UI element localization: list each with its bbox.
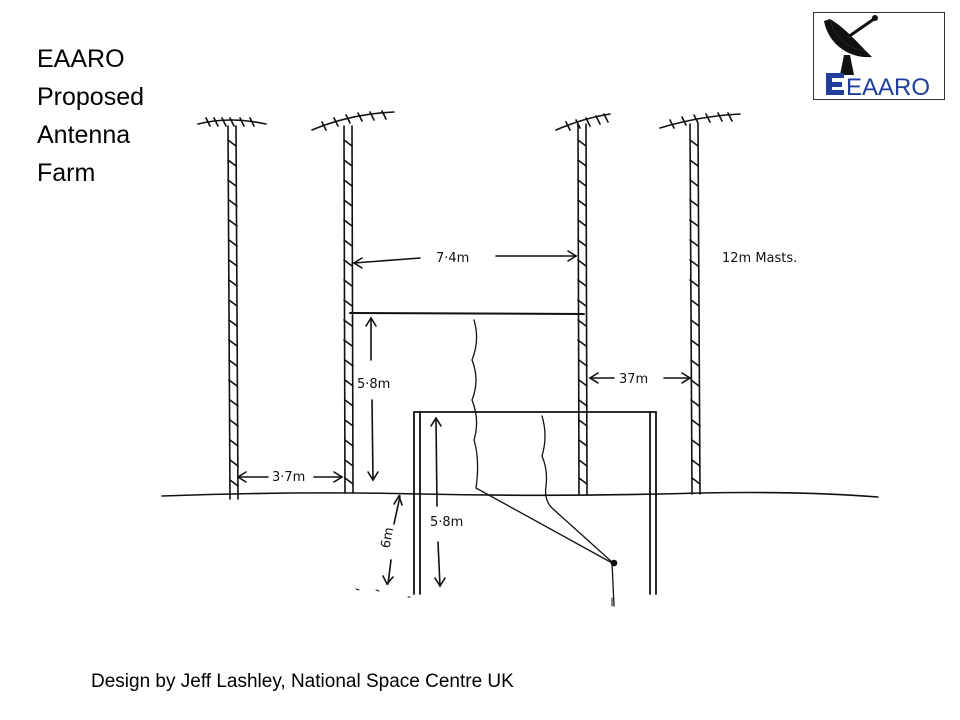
dim-left-gap-arrow — [236, 471, 344, 483]
satellite-dish-icon: EAARO — [824, 15, 930, 99]
title-line-3: Antenna — [37, 121, 131, 149]
cable-1 — [471, 319, 615, 565]
design-credit: Design by Jeff Lashley, National Space C… — [91, 671, 514, 692]
title-line-4: Farm — [37, 159, 96, 187]
slide-title: EAARO Proposed Antenna Farm — [37, 40, 144, 192]
dim-right-gap-arrow — [588, 372, 692, 384]
label-mast-spacing: 7·4m — [436, 251, 469, 266]
label-left-gap: 3·7m — [272, 470, 305, 485]
label-box-height: 5·8m — [430, 515, 463, 530]
label-depth: 6m — [379, 526, 397, 549]
underground-box — [413, 411, 657, 595]
title-line-1: EAARO — [37, 45, 125, 73]
label-right-gap: 37m — [619, 372, 648, 387]
mast-3 — [555, 113, 611, 495]
mast-1 — [197, 117, 267, 500]
cable-2 — [541, 415, 615, 607]
label-frame-height: 5·8m — [357, 377, 390, 392]
mast-4 — [659, 112, 741, 495]
dim-depth-arrow — [382, 494, 403, 586]
mast-2 — [311, 110, 395, 494]
dim-box-height-arrow — [430, 416, 446, 588]
dim-frame-height-arrow — [365, 316, 379, 482]
dim-mast-spacing-arrow — [352, 250, 578, 269]
logo-text: EAARO — [846, 74, 930, 99]
title-line-2: Proposed — [37, 83, 145, 111]
label-mast-note: 12m Masts. — [722, 251, 797, 266]
ground-line — [161, 491, 879, 498]
frame-beam — [349, 312, 585, 315]
eaaro-logo: EAARO — [813, 12, 945, 100]
